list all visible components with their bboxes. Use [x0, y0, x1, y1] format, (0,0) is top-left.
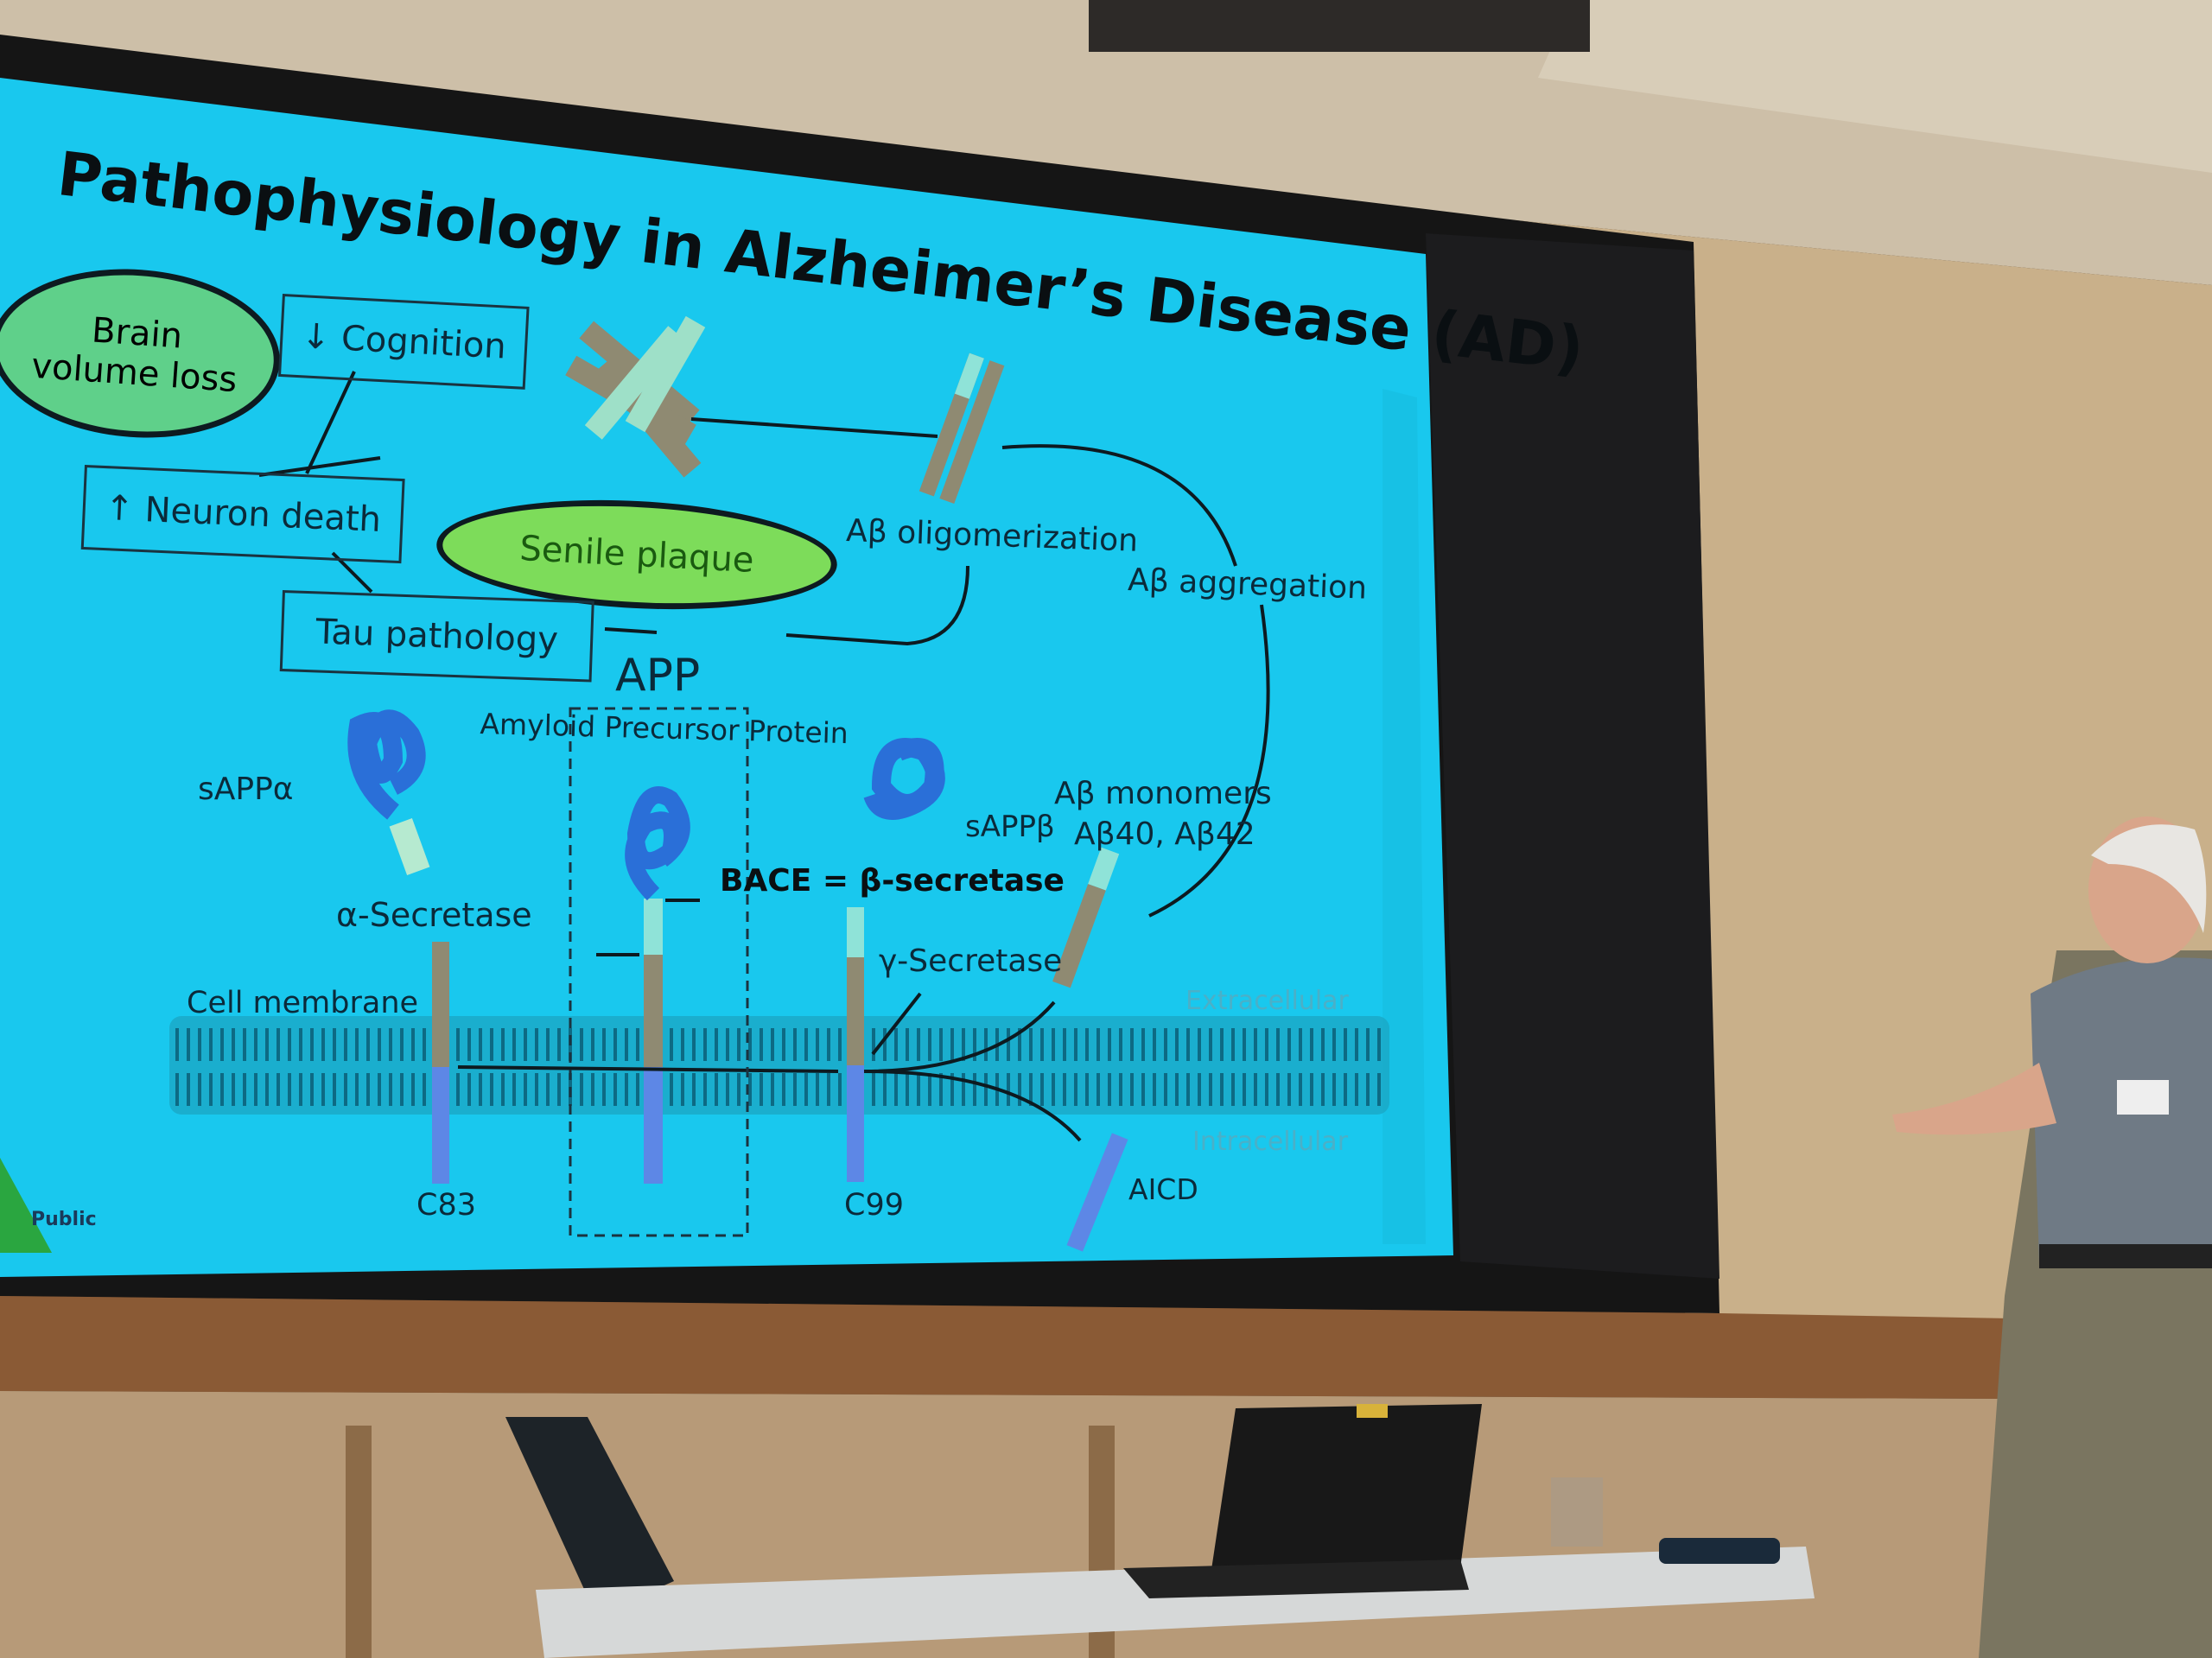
c99-label: C99 — [844, 1188, 904, 1223]
protein-c99 — [847, 907, 864, 1182]
bace-label: BACE = β-secretase — [720, 863, 1065, 899]
laptop — [1210, 1404, 1482, 1581]
ab-oligomer — [918, 353, 1005, 505]
tau-pathology-box: Tau pathology — [279, 590, 594, 683]
protein-app — [625, 786, 690, 1184]
aicd-label: AICD — [1128, 1172, 1198, 1206]
table — [536, 1547, 1815, 1658]
wood-trim — [0, 1296, 2212, 1400]
cell-membrane-band — [169, 1016, 1389, 1115]
sapp-beta-coil — [863, 738, 945, 820]
cognition-box: ↓ Cognition — [277, 294, 530, 390]
gamma-secretase-label: γ-Secretase — [879, 943, 1063, 979]
aicd-fragment — [1066, 1133, 1128, 1252]
remote-case — [1659, 1538, 1780, 1564]
logo-triangle — [0, 1158, 52, 1253]
alpha-secretase-label: α-Secretase — [336, 896, 532, 934]
extracellular-label: Extracellular — [1185, 986, 1349, 1016]
water-glass — [1551, 1477, 1603, 1547]
ceiling-vent — [1089, 0, 1590, 52]
cell-membrane-label: Cell membrane — [187, 986, 419, 1020]
app-label: APP — [615, 650, 701, 702]
pathway-arrows — [258, 371, 1270, 1142]
sapp-alpha-label: sAPPα — [198, 772, 294, 807]
amyloid-fibril — [565, 315, 706, 478]
ab-monomer — [1052, 847, 1120, 988]
footer-public-label: Public — [31, 1209, 97, 1230]
brain-volume-loss-label: Brain volume loss — [29, 310, 238, 401]
neuron-death-box: ↑ Neuron death — [80, 465, 405, 564]
senile-plaque-label: Senile plaque — [518, 528, 755, 581]
app-dashed-box — [569, 707, 749, 1237]
sapp-alpha-coil — [347, 709, 426, 820]
ab-monomers-label: Aβ monomers — [1054, 776, 1272, 811]
presenter — [1892, 816, 2212, 1658]
sapp-beta-label: sAPPβ — [965, 810, 1055, 844]
intracellular-label: Intracellular — [1192, 1127, 1349, 1157]
chair — [505, 1417, 674, 1616]
slide-background — [0, 78, 1453, 1277]
c83-label: C83 — [416, 1188, 476, 1223]
protein-c83 — [432, 942, 449, 1184]
ab-40-42-label: Aβ40, Aβ42 — [1074, 816, 1255, 852]
